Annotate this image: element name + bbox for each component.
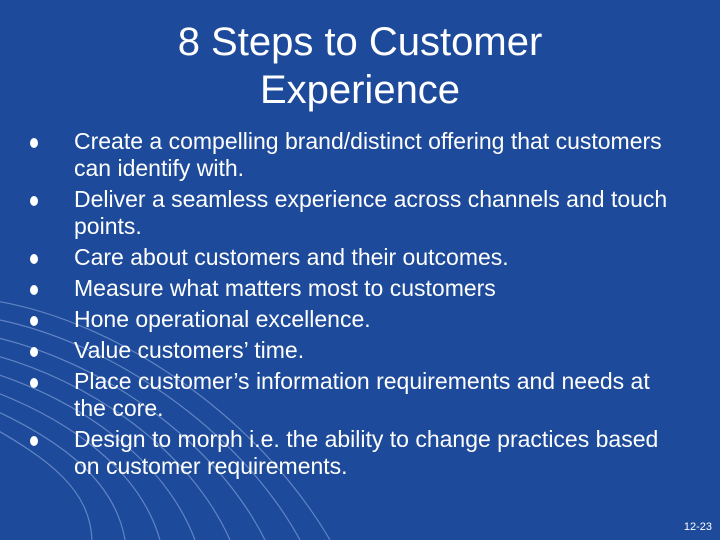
bullet-dot-icon — [30, 347, 38, 357]
bullet-text: Measure what matters most to customers — [74, 275, 496, 301]
bullet-item: Design to morph i.e. the ability to chan… — [30, 426, 680, 480]
bullet-dot-icon — [30, 378, 38, 388]
bullet-text: Value customers’ time. — [74, 337, 305, 363]
bullet-dot-icon — [30, 436, 38, 446]
bullet-text: Care about customers and their outcomes. — [74, 244, 509, 270]
bullet-text: Create a compelling brand/distinct offer… — [74, 128, 662, 181]
bullet-item: Hone operational excellence. — [30, 306, 680, 333]
bullet-text: Place customer’s information requirement… — [74, 368, 650, 421]
bullet-item: Place customer’s information requirement… — [30, 368, 680, 422]
bullet-item: Care about customers and their outcomes. — [30, 244, 680, 271]
bullet-dot-icon — [30, 316, 38, 326]
bullet-text: Design to morph i.e. the ability to chan… — [74, 426, 659, 479]
bullet-item: Deliver a seamless experience across cha… — [30, 186, 680, 240]
bullet-text: Deliver a seamless experience across cha… — [74, 186, 668, 239]
title-line-1: 8 Steps to Customer — [177, 20, 543, 64]
bullet-item: Measure what matters most to customers — [30, 275, 680, 302]
slide-title: 8 Steps to Customer Experience — [40, 18, 680, 114]
bullet-text: Hone operational excellence. — [74, 306, 371, 332]
bullet-item: Value customers’ time. — [30, 337, 680, 364]
bullet-list: Create a compelling brand/distinct offer… — [30, 128, 680, 484]
page-number: 12-23 — [683, 521, 712, 533]
bullet-dot-icon — [30, 254, 38, 264]
bullet-dot-icon — [30, 285, 38, 295]
title-line-2: Experience — [259, 68, 461, 112]
bullet-item: Create a compelling brand/distinct offer… — [30, 128, 680, 182]
bullet-dot-icon — [30, 196, 38, 206]
bullet-dot-icon — [30, 138, 38, 148]
